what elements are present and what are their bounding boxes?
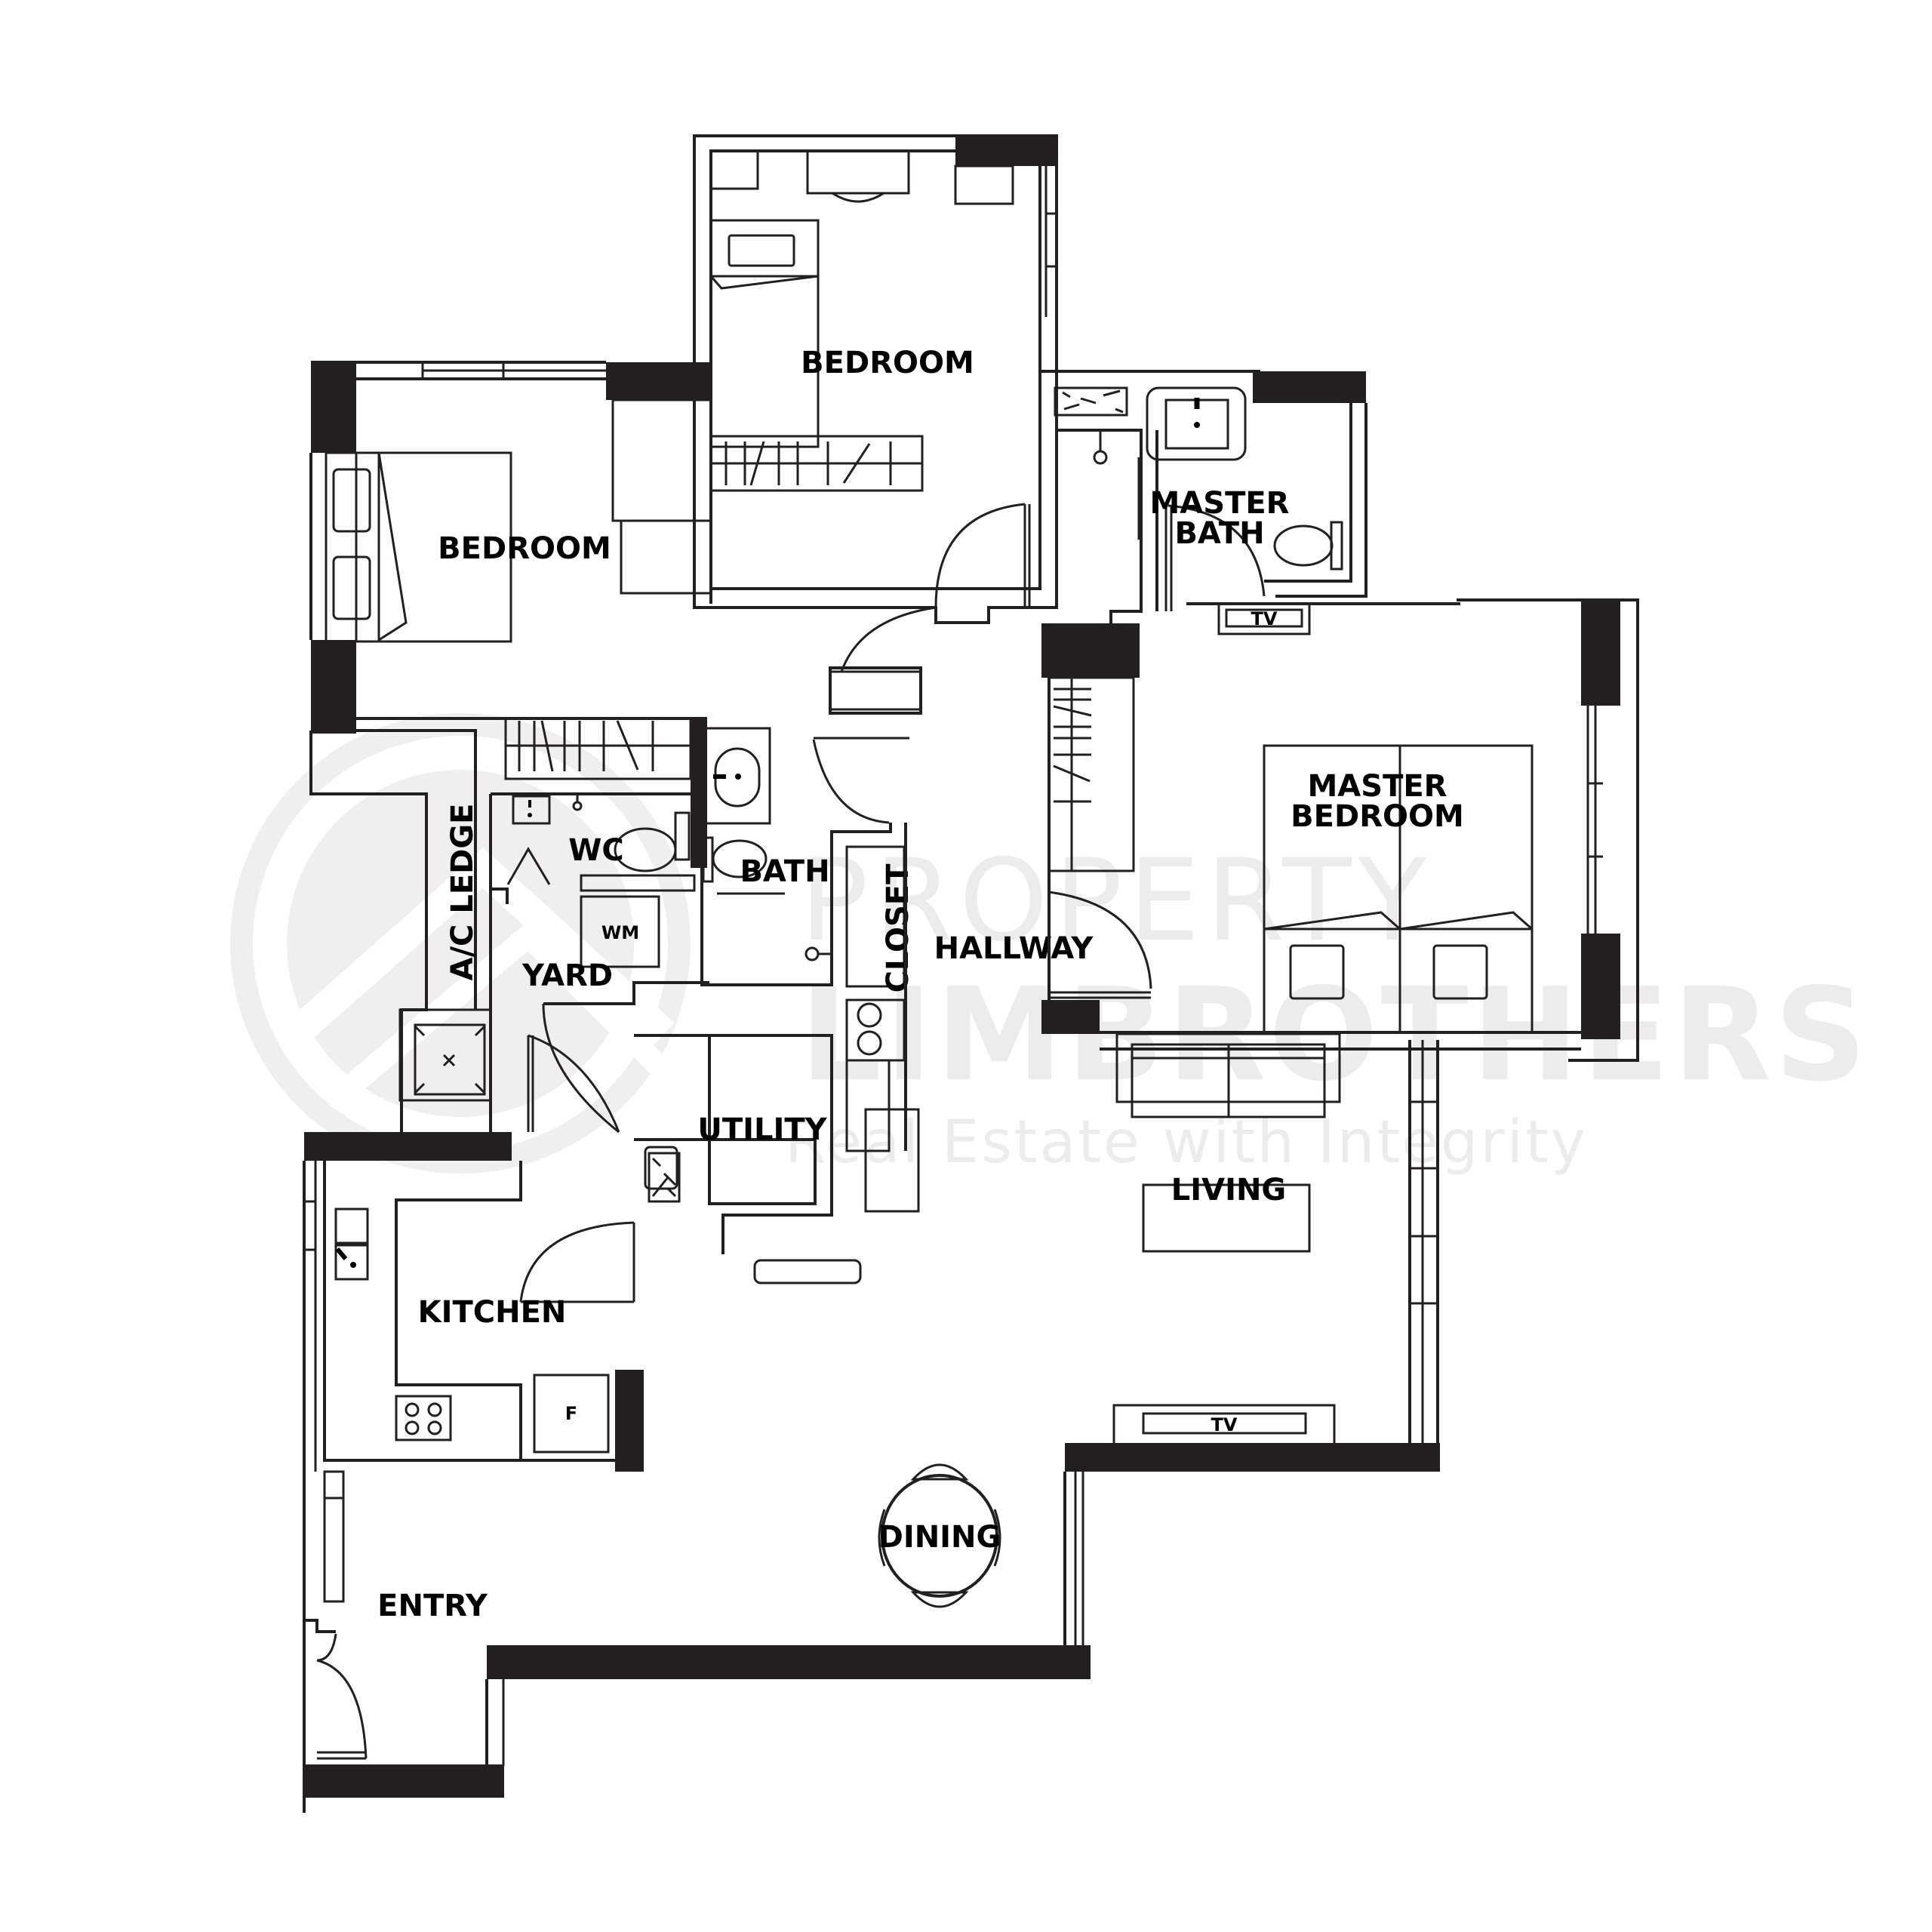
room-label-utility: UTILITY xyxy=(697,1112,827,1147)
room-label-hallway: HALLWAY xyxy=(934,931,1094,966)
room-label-closet: CLOSET xyxy=(881,863,915,993)
room-label-bedroom-left: BEDROOM xyxy=(438,531,611,566)
tv-master-label: TV xyxy=(1251,608,1278,629)
room-label-kitchen: KITCHEN xyxy=(418,1295,567,1330)
living-area: TV LIVING DINING xyxy=(487,1032,1440,1679)
room-label-master-bath-2: BATH xyxy=(1174,516,1264,551)
master-bedroom-area: TV MASTER BEDROOM xyxy=(1041,598,1639,1062)
entry-area: ENTRY xyxy=(304,1470,505,1798)
room-label-bath: BATH xyxy=(740,854,829,889)
room-label-yard: YARD xyxy=(521,958,613,993)
bedroom-top-area: BEDROOM xyxy=(693,134,1058,624)
service-area: A/C LEDGE WC WM YARD xyxy=(309,717,709,1134)
room-label-master-bedroom-1: MASTER xyxy=(1308,769,1447,804)
bedroom-left-area: BEDROOM xyxy=(309,361,712,762)
room-label-living: LIVING xyxy=(1171,1173,1287,1208)
washing-machine-label: WM xyxy=(601,922,639,943)
room-label-master-bath-1: MASTER xyxy=(1150,486,1290,521)
room-label-bedroom-top: BEDROOM xyxy=(801,346,974,380)
utility-area: UTILITY xyxy=(634,1034,920,1284)
watermark-logo-icon xyxy=(230,713,691,1174)
room-label-wc: WC xyxy=(568,833,623,868)
fridge-label: F xyxy=(565,1403,577,1424)
master-bath-area: MASTER BATH xyxy=(1041,370,1367,678)
room-label-entry: ENTRY xyxy=(377,1589,488,1623)
room-label-master-bedroom-2: BEDROOM xyxy=(1291,799,1464,834)
kitchen-area: F KITCHEN xyxy=(303,1132,644,1813)
room-label-dining: DINING xyxy=(878,1520,1001,1555)
watermark-line2: LIMBROTHERS xyxy=(800,961,1869,1110)
bath-area: BATH xyxy=(700,727,909,986)
room-label-ac-ledge: A/C LEDGE xyxy=(445,803,480,980)
hallway-area: CLOSET HALLWAY xyxy=(829,606,1094,1152)
tv-living-label: TV xyxy=(1211,1414,1238,1435)
